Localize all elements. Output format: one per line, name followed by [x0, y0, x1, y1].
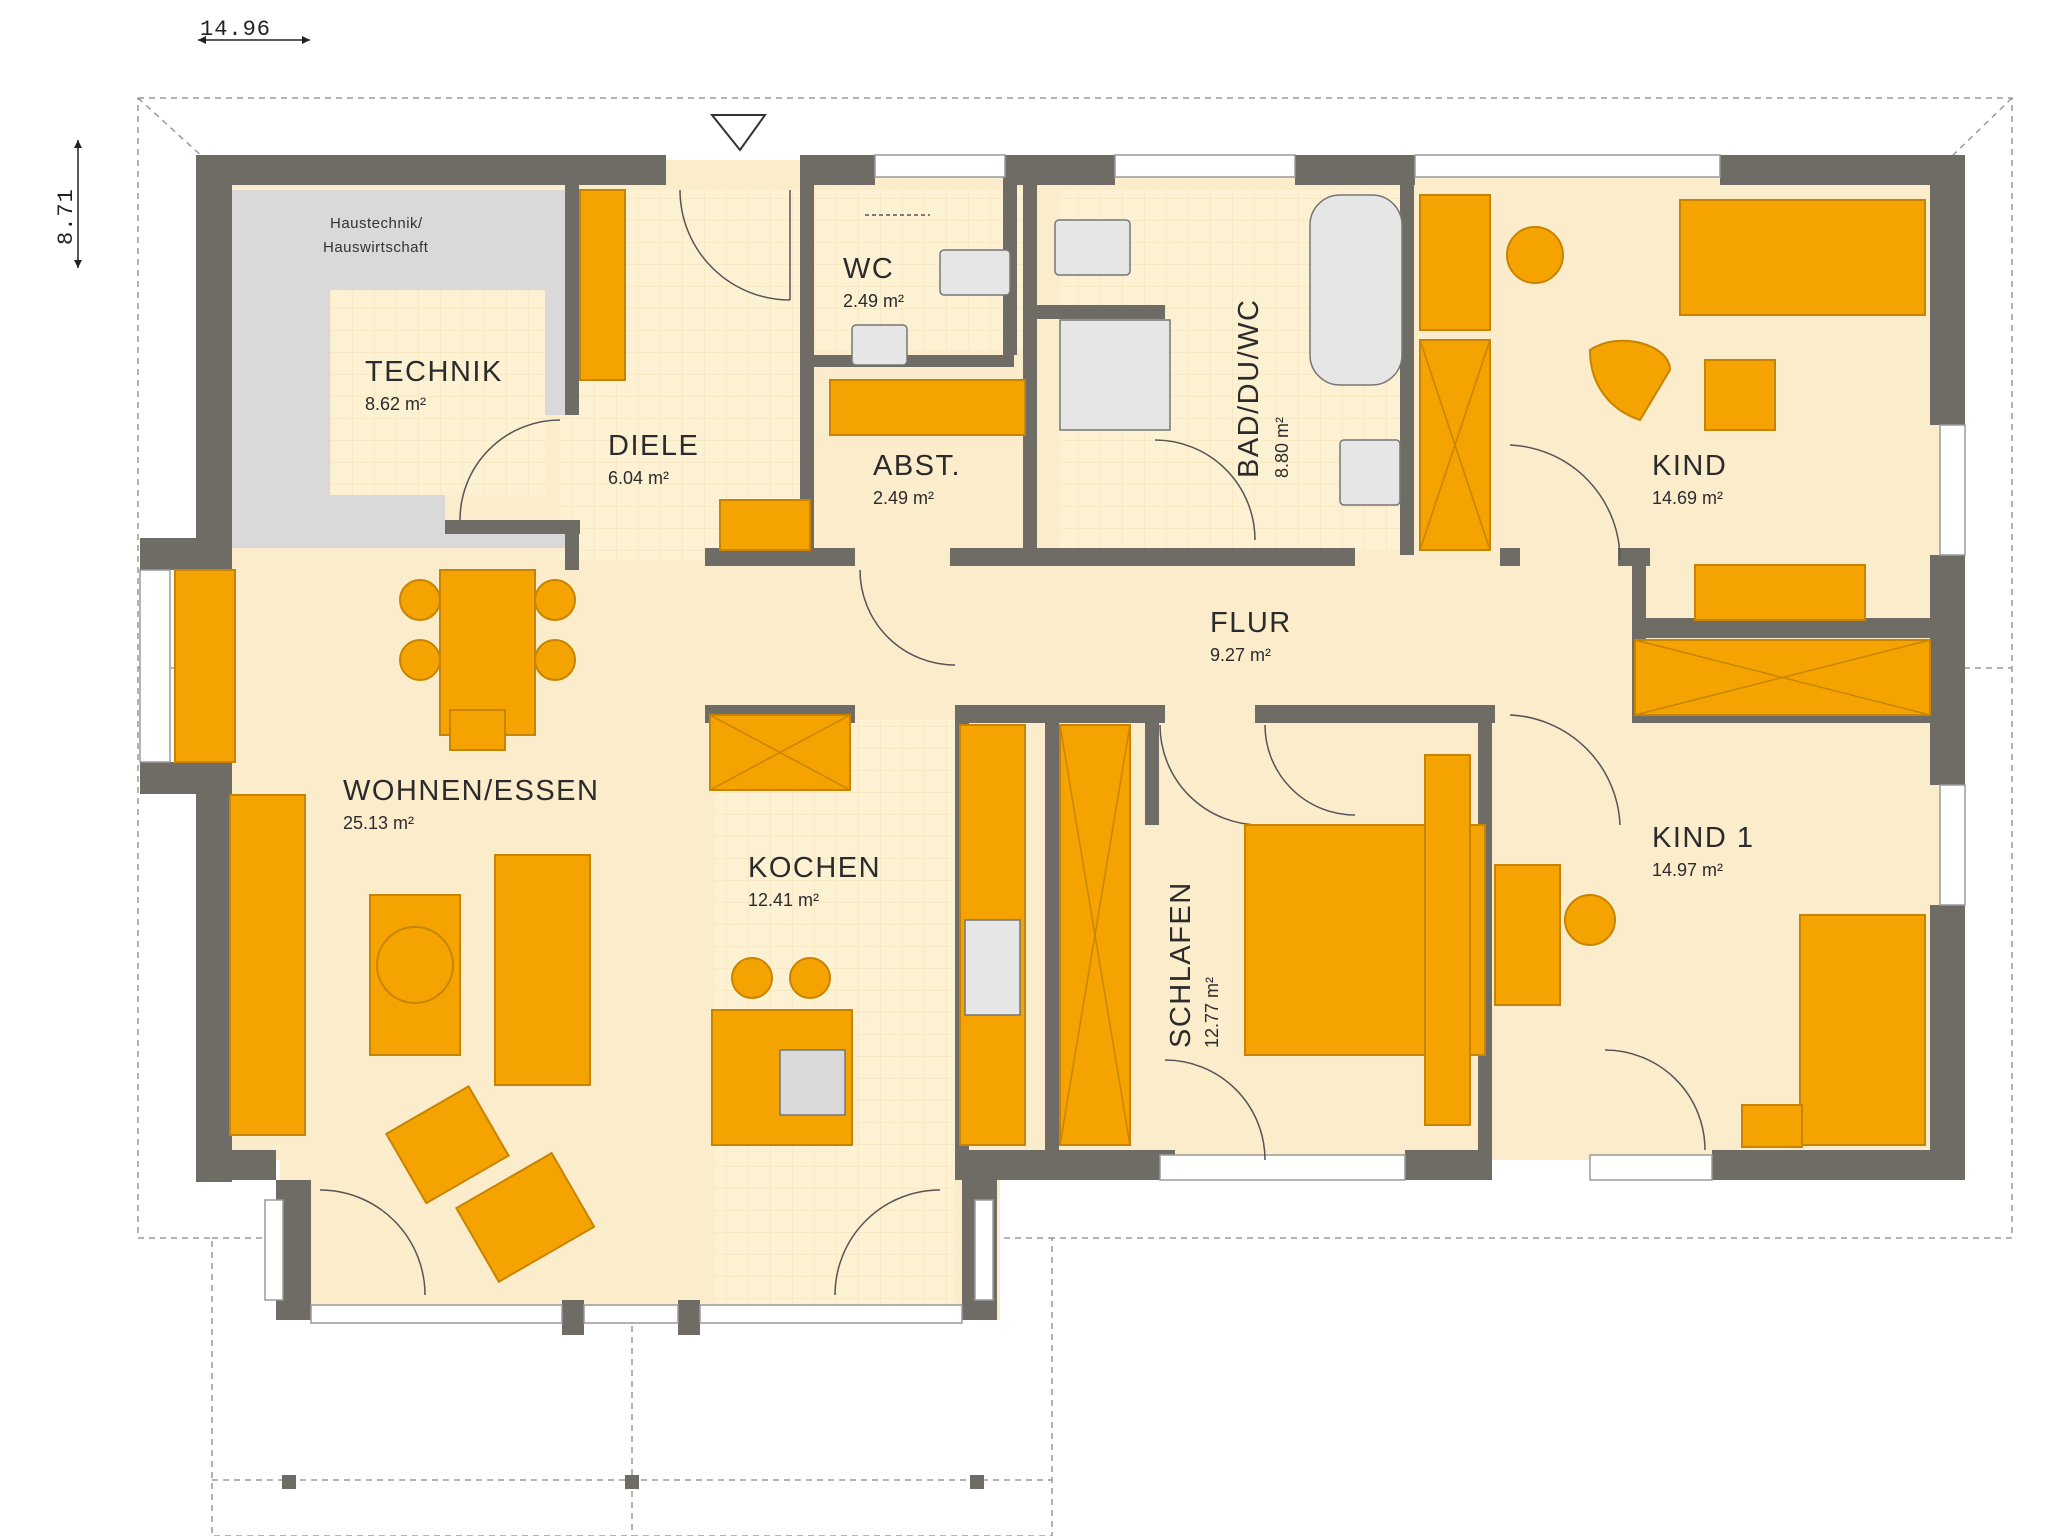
bathtub — [1309, 194, 1403, 386]
room-area-diele: 6.04 m² — [608, 468, 669, 488]
bidet — [1054, 219, 1131, 276]
room-name-kind: KIND — [1652, 450, 1727, 482]
room-name-technik: TECHNIK — [365, 356, 503, 388]
room-area-technik: 8.62 m² — [365, 394, 426, 414]
door-swings — [319, 189, 1706, 1296]
room-area-flur: 9.27 m² — [1210, 645, 1271, 665]
room-name-wohnen: WOHNEN/ESSEN — [343, 775, 599, 807]
room-name-diele: DIELE — [608, 430, 699, 462]
technik-sub-label-2: Hauswirtschaft — [323, 239, 429, 256]
terrace-posts — [282, 1475, 984, 1489]
technik-floor — [330, 290, 545, 495]
wc-toilet — [939, 249, 1011, 296]
technik-sub-label-1: Haustechnik/ — [330, 215, 423, 232]
room-area-kochen: 12.41 m² — [748, 890, 819, 910]
room-name-kochen: KOCHEN — [748, 852, 881, 884]
room-name-abst: ABST. — [873, 450, 961, 482]
depth-dimension: 8.71 — [54, 140, 82, 268]
shower-tray — [1059, 319, 1171, 431]
room-area-wohnen: 25.13 m² — [343, 813, 414, 833]
width-dimension: 14.96 — [198, 17, 310, 44]
room-name-kind1: KIND 1 — [1652, 822, 1754, 854]
room-area-wc: 2.49 m² — [843, 291, 904, 311]
room-area-schlafen: 12.77 m² — [1202, 977, 1222, 1048]
svg-text:8.71: 8.71 — [54, 188, 79, 245]
bad-basin — [1339, 439, 1401, 506]
room-name-wc: WC — [843, 253, 894, 285]
room-area-kind1: 14.97 m² — [1652, 860, 1723, 880]
windows — [139, 154, 1966, 1324]
room-area-bad: 8.80 m² — [1272, 417, 1292, 478]
furniture-details — [709, 339, 1931, 1146]
room-labels: Haustechnik/ Hauswirtschaft TECHNIK 8.62… — [323, 215, 1754, 1048]
room-name-schlafen: SCHLAFEN — [1165, 881, 1197, 1048]
entrance-arrow — [709, 114, 767, 152]
svg-text:14.96: 14.96 — [200, 17, 271, 42]
wc-basin — [851, 324, 908, 366]
room-area-kind: 14.69 m² — [1652, 488, 1723, 508]
room-name-bad: BAD/DU/WC — [1233, 299, 1265, 478]
sanitary — [851, 194, 1403, 506]
room-name-flur: FLUR — [1210, 607, 1292, 639]
technik-block — [232, 190, 565, 548]
room-area-abst: 2.49 m² — [873, 488, 934, 508]
